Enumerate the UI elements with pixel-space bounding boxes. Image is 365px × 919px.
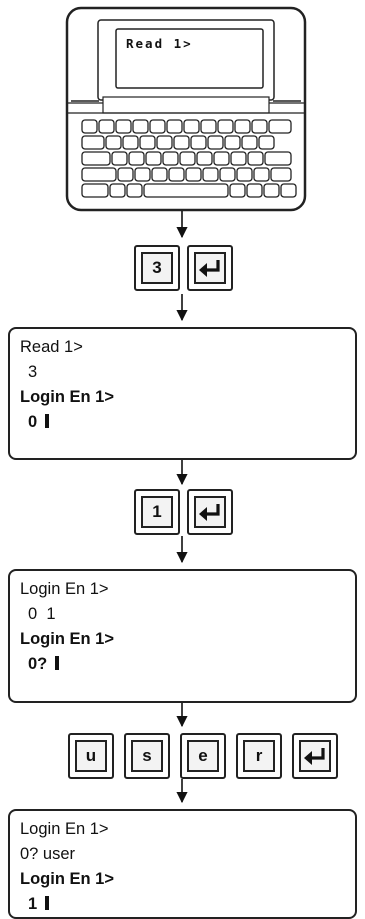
keyboard-key: [166, 119, 183, 134]
keyboard-key: [270, 167, 292, 182]
keyboard-key: [115, 119, 132, 134]
screen-line: 0? user: [20, 845, 76, 863]
key-1[interactable]: 1: [134, 489, 180, 535]
keyboard-key: [109, 183, 126, 198]
keyboard-key: [241, 135, 258, 150]
keyboard-key: [258, 135, 275, 150]
screen-prompt: Login En 1>: [20, 388, 114, 406]
keyboard-key: [213, 151, 230, 166]
keyboard-key: [202, 167, 219, 182]
enter-arrow-icon: [199, 260, 220, 277]
keyboard-key: [111, 151, 128, 166]
keyboard-key: [200, 119, 217, 134]
screen-line: Read 1>: [20, 338, 83, 356]
keyboard-key: [117, 167, 134, 182]
keyboard-key: [105, 135, 122, 150]
keyboard-key: [81, 151, 111, 166]
keyboard-key: [173, 135, 190, 150]
keyboard-key: [190, 135, 207, 150]
enter-arrow-icon: [304, 748, 325, 765]
screen-input-line: 0: [20, 410, 355, 435]
enter-key[interactable]: [187, 245, 233, 291]
keyboard-key: [179, 151, 196, 166]
keyboard-key: [251, 119, 268, 134]
screen-input-value: 1: [28, 895, 38, 913]
keyboard-key: [234, 119, 251, 134]
text-cursor: [55, 656, 60, 670]
screen-input-value: 0?: [28, 655, 48, 673]
keyboard-key: [207, 135, 224, 150]
keyboard-key: [156, 135, 173, 150]
keyboard-key: [264, 151, 292, 166]
key-r[interactable]: r: [236, 733, 282, 779]
key-s[interactable]: s: [124, 733, 170, 779]
keyboard-key: [128, 151, 145, 166]
keyboard-key: [236, 167, 253, 182]
terminal-screen-2: Login En 1> 0 1 Login En 1> 0?: [8, 569, 357, 703]
keyboard-key: [139, 135, 156, 150]
keyboard-key: [81, 183, 109, 198]
keyboard-key: [143, 183, 229, 198]
enter-key[interactable]: [187, 489, 233, 535]
key-u[interactable]: u: [68, 733, 114, 779]
device-lcd-text: Read 1>: [126, 36, 193, 51]
terminal-device-illustration: [65, 6, 307, 212]
keyboard-key: [81, 167, 117, 182]
keyboard-key: [280, 183, 297, 198]
keyboard-key: [246, 183, 263, 198]
keyboard-key: [185, 167, 202, 182]
screen-line: Login En 1>: [20, 820, 109, 838]
keyboard-key: [151, 167, 168, 182]
keyboard-key: [126, 183, 143, 198]
keyboard-key: [149, 119, 166, 134]
keyboard-key: [253, 167, 270, 182]
screen-line: Login En 1>: [20, 580, 109, 598]
keyboard-key: [196, 151, 213, 166]
screen-input-value: 0: [28, 413, 38, 431]
keyboard-key: [134, 167, 151, 182]
keyboard-key: [145, 151, 162, 166]
terminal-screen-1: Read 1> 3 Login En 1> 0: [8, 327, 357, 460]
screen-input-line: 1: [20, 892, 355, 917]
keyboard-key: [217, 119, 234, 134]
keyboard-key: [168, 167, 185, 182]
keyboard-key: [224, 135, 241, 150]
keyboard-key: [162, 151, 179, 166]
terminal-screen-3: Login En 1> 0? user Login En 1> 1: [8, 809, 357, 919]
keyboard-key: [122, 135, 139, 150]
screen-line: 3: [28, 363, 38, 381]
key-3[interactable]: 3: [134, 245, 180, 291]
enter-key[interactable]: [292, 733, 338, 779]
text-cursor: [45, 414, 50, 428]
key-e[interactable]: e: [180, 733, 226, 779]
keyboard-key: [98, 119, 115, 134]
keyboard-key: [81, 135, 105, 150]
keyboard-key: [230, 151, 247, 166]
screen-prompt: Login En 1>: [20, 870, 114, 888]
screen-prompt: Login En 1>: [20, 630, 114, 648]
keyboard-key: [247, 151, 264, 166]
screen-input-line: 0?: [20, 652, 355, 677]
text-cursor: [45, 896, 50, 910]
enter-arrow-icon: [199, 504, 220, 521]
keyboard-key: [132, 119, 149, 134]
keyboard-key: [263, 183, 280, 198]
keyboard-key: [268, 119, 292, 134]
keyboard-key: [183, 119, 200, 134]
keyboard-key: [81, 119, 98, 134]
keyboard-key: [219, 167, 236, 182]
screen-line: 0 1: [28, 605, 56, 623]
keyboard-key: [229, 183, 246, 198]
